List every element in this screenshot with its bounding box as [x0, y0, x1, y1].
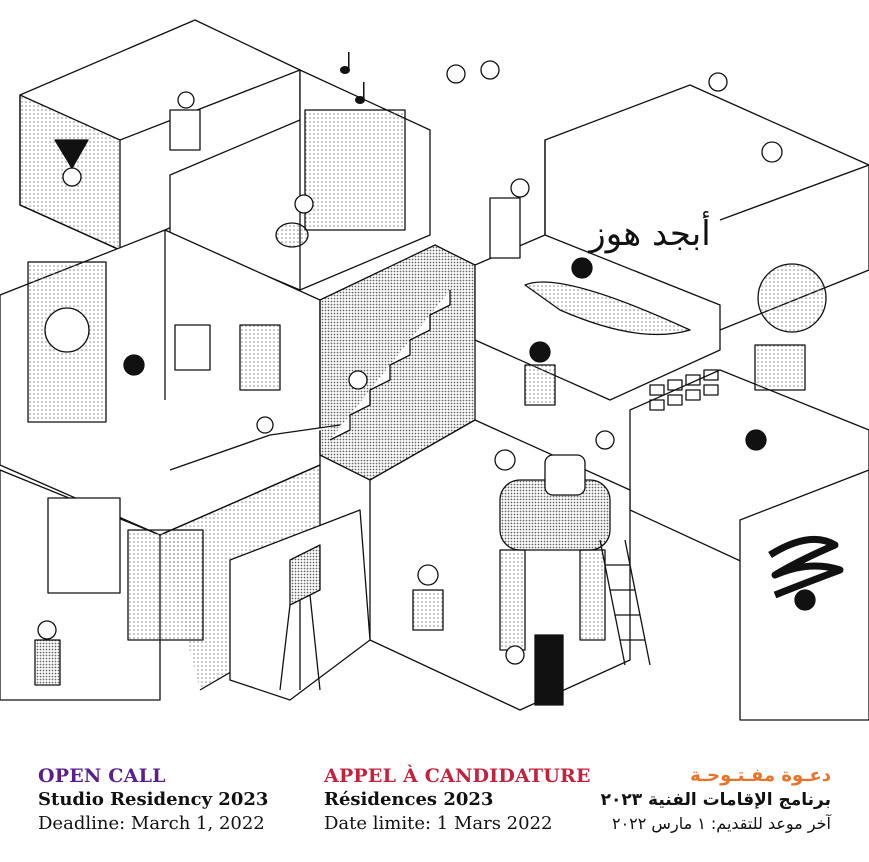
spray-scribble: [768, 535, 844, 599]
robot-sculpture: [499, 454, 611, 706]
round-medallion: [757, 263, 827, 333]
arabic-deadline: آخر موعد للتقديم: ١ مارس ٢٠٢٢: [611, 814, 831, 833]
footer-info: OPEN CALL Studio Residency 2023 Deadline…: [0, 755, 869, 862]
music-notes: [340, 52, 365, 104]
french-call: APPEL À CANDIDATURE Résidences 2023 Date…: [324, 765, 591, 836]
arabic-heading: دعـوة مفـتـوحـة: [690, 765, 831, 786]
open-call-heading: OPEN CALL: [38, 765, 166, 787]
english-call: OPEN CALL Studio Residency 2023 Deadline…: [38, 765, 268, 836]
figures: [34, 60, 816, 686]
arabic-call: دعـوة مفـتـوحـة برنامج الإقامات الفنية ٢…: [601, 765, 831, 836]
residency-title: Studio Residency 2023: [38, 789, 269, 810]
residences-title: Résidences 2023: [324, 789, 494, 810]
deadline-text: Deadline: March 1, 2022: [38, 813, 265, 834]
framed-painting-musician: [304, 109, 406, 231]
arabic-title: برنامج الإقامات الفنية ٢٠٢٣: [600, 790, 831, 810]
blueprint-board: [127, 529, 204, 641]
tool-board: [47, 497, 121, 594]
appel-heading: APPEL À CANDIDATURE: [324, 765, 591, 787]
wall-lettering: أبجد هوز: [587, 211, 710, 254]
television: [754, 344, 806, 391]
softbox-light: [289, 544, 321, 606]
wall-grid-cards: [649, 369, 719, 411]
rowing-boat: [524, 281, 691, 336]
date-limite-text: Date limite: 1 Mars 2022: [324, 813, 553, 834]
ladder: [599, 539, 651, 666]
isometric-studio-illustration: أبجد هوز: [0, 19, 869, 721]
